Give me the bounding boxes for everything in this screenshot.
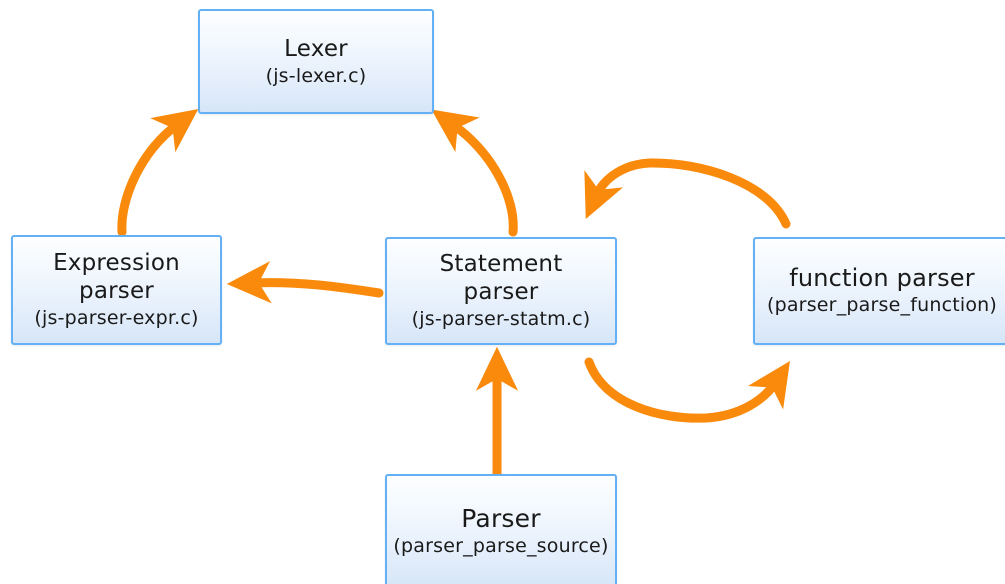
node-statement-parser-title: Statement parser bbox=[439, 251, 563, 305]
node-expression-parser-subtitle: (js-parser-expr.c) bbox=[34, 307, 199, 329]
node-lexer-subtitle: (js-lexer.c) bbox=[265, 64, 367, 87]
node-expression-parser[interactable]: Expression parser (js-parser-expr.c) bbox=[11, 235, 222, 345]
node-function-parser[interactable]: function parser (parser_parse_function) bbox=[753, 237, 1005, 345]
node-function-parser-title: function parser bbox=[789, 264, 975, 292]
edge-statement-to-function bbox=[584, 357, 790, 423]
node-parser-title: Parser bbox=[461, 503, 541, 533]
node-statement-parser[interactable]: Statement parser (js-parser-statm.c) bbox=[385, 237, 617, 345]
edge-statement-to-lexer bbox=[431, 109, 518, 237]
node-lexer-title: Lexer bbox=[284, 35, 348, 62]
node-function-parser-subtitle: (parser_parse_function) bbox=[766, 294, 998, 316]
node-statement-parser-subtitle: (js-parser-statm.c) bbox=[411, 308, 591, 330]
node-parser[interactable]: Parser (parser_parse_source) bbox=[385, 474, 617, 584]
node-expression-parser-title: Expression parser bbox=[53, 250, 180, 304]
edge-expr-to-lexer bbox=[117, 109, 199, 237]
edge-statement-to-expr bbox=[226, 261, 384, 304]
node-lexer[interactable]: Lexer (js-lexer.c) bbox=[198, 9, 434, 114]
node-parser-subtitle: (parser_parse_source) bbox=[393, 534, 609, 557]
edge-function-to-statement bbox=[584, 158, 791, 229]
